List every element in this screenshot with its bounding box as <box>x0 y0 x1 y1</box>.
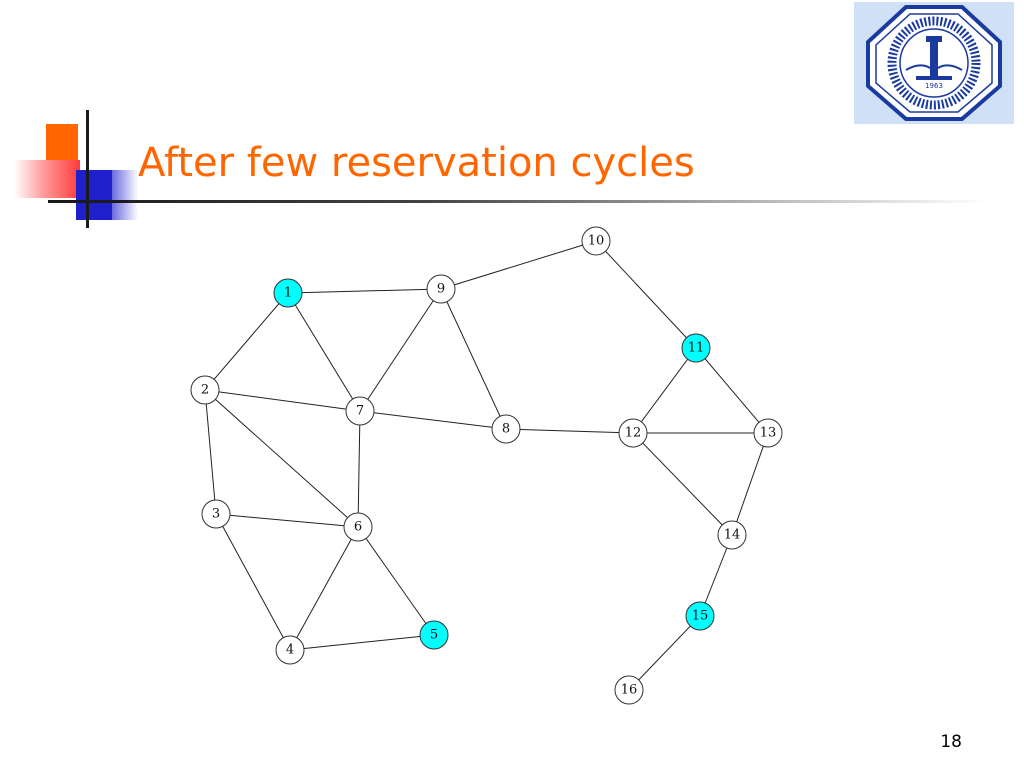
node-circle-8 <box>491 414 521 444</box>
edge-2-3 <box>204 389 217 515</box>
node-3: 3 <box>201 499 231 529</box>
node-circle-4 <box>275 635 305 665</box>
node-circle-15 <box>685 601 715 631</box>
node-circle-10 <box>581 226 611 256</box>
edge-14-15 <box>699 534 733 617</box>
node-2: 2 <box>190 375 220 405</box>
edge-3-6 <box>215 513 359 528</box>
edge-4-5 <box>289 634 435 651</box>
node-label-13: 13 <box>760 426 777 441</box>
node-label-3: 3 <box>212 507 220 522</box>
node-10: 10 <box>581 226 611 256</box>
node-11: 11 <box>681 333 711 363</box>
node-circle-3 <box>201 499 231 529</box>
edge-3-4 <box>215 513 291 651</box>
node-circle-9 <box>426 274 456 304</box>
slide-title: After few reservation cycles <box>138 140 695 186</box>
node-circle-12 <box>618 418 648 448</box>
edge-2-6 <box>204 389 359 528</box>
node-circle-6 <box>343 512 373 542</box>
node-circle-14 <box>717 520 747 550</box>
node-label-5: 5 <box>430 628 438 643</box>
decor-pink-square <box>14 160 80 198</box>
edge-1-9 <box>287 288 442 294</box>
node-7: 7 <box>345 396 375 426</box>
edge-9-10 <box>440 240 597 290</box>
university-logo: 1963 <box>854 2 1014 124</box>
decor-horizontal-line <box>48 200 128 203</box>
edge-13-14 <box>731 432 769 536</box>
node-label-1: 1 <box>284 286 292 301</box>
node-label-8: 8 <box>502 422 510 437</box>
title-underline <box>128 200 988 203</box>
decor-vertical-line <box>86 110 89 228</box>
node-circle-2 <box>190 375 220 405</box>
edge-10-11 <box>595 240 697 349</box>
node-12: 12 <box>618 418 648 448</box>
node-16: 16 <box>614 675 644 705</box>
edge-2-7 <box>204 389 361 412</box>
node-circle-1 <box>273 278 303 308</box>
edge-7-6 <box>357 410 361 528</box>
node-6: 6 <box>343 512 373 542</box>
node-label-4: 4 <box>286 643 294 658</box>
node-circle-7 <box>345 396 375 426</box>
node-15: 15 <box>685 601 715 631</box>
node-circle-11 <box>681 333 711 363</box>
graph-edges <box>204 240 769 691</box>
node-13: 13 <box>753 418 783 448</box>
node-circle-13 <box>753 418 783 448</box>
node-5: 5 <box>419 620 449 650</box>
logo-year: 1963 <box>925 82 943 90</box>
node-14: 14 <box>717 520 747 550</box>
node-label-12: 12 <box>625 426 642 441</box>
edge-8-12 <box>505 428 634 434</box>
edge-7-8 <box>359 410 507 430</box>
node-label-6: 6 <box>354 520 362 535</box>
university-seal-logo-icon: 1963 <box>866 5 1002 121</box>
decor-orange-square <box>46 124 78 164</box>
page-number: 18 <box>940 732 962 752</box>
edge-9-7 <box>359 288 442 412</box>
node-label-9: 9 <box>437 282 445 297</box>
edge-1-7 <box>287 292 361 412</box>
node-label-11: 11 <box>688 341 705 356</box>
node-label-16: 16 <box>621 683 638 698</box>
node-circle-5 <box>419 620 449 650</box>
node-label-2: 2 <box>201 383 209 398</box>
edge-6-4 <box>289 526 359 651</box>
edge-1-2 <box>204 292 289 391</box>
node-label-10: 10 <box>588 234 605 249</box>
edge-11-12 <box>632 347 697 434</box>
node-9: 9 <box>426 274 456 304</box>
edge-9-8 <box>440 288 507 430</box>
node-4: 4 <box>275 635 305 665</box>
node-label-14: 14 <box>724 528 741 543</box>
edge-15-16 <box>628 615 701 691</box>
edge-11-13 <box>695 347 769 434</box>
node-8: 8 <box>491 414 521 444</box>
decor-blue-fade <box>112 170 138 220</box>
edge-12-14 <box>632 432 733 536</box>
decor-blue-square <box>76 170 112 220</box>
node-label-7: 7 <box>356 404 364 419</box>
node-circle-16 <box>614 675 644 705</box>
node-1: 1 <box>273 278 303 308</box>
edge-6-5 <box>357 526 435 636</box>
node-label-15: 15 <box>692 609 709 624</box>
